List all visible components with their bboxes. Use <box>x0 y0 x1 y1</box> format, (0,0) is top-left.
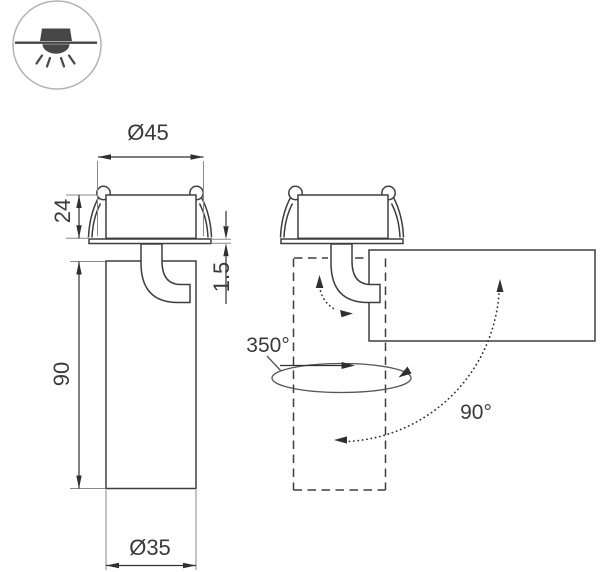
rotation-label-350: 350° <box>246 334 289 357</box>
pivot-arm <box>330 243 381 304</box>
lamp-body-tilted <box>368 249 596 342</box>
dimension-label-height-90: 90 <box>49 362 74 386</box>
arrowhead-left <box>106 562 119 569</box>
arrowhead-up <box>76 261 82 275</box>
rotation-350-indicator: 350° <box>246 334 412 394</box>
original-position-outline <box>292 257 387 491</box>
extension-line <box>97 161 204 236</box>
arrowhead-left <box>98 154 111 160</box>
arrowhead-right <box>183 562 196 569</box>
dimension-thickness-1-5: 1.5 <box>209 211 234 304</box>
icon-housing-shape <box>40 28 72 41</box>
spring-clip-right <box>198 203 209 238</box>
arrowhead-up <box>223 243 229 257</box>
icon-light-ray <box>35 54 44 65</box>
dimension-diameter-45: Ø45 <box>97 120 204 236</box>
front-view: Ø45 24 1.5 90 <box>49 120 234 570</box>
leader-line <box>266 355 282 372</box>
dimension-label-thickness-1-5: 1.5 <box>209 262 234 293</box>
spring-clip-left <box>91 203 102 238</box>
spring-clip-left <box>87 197 100 238</box>
spring-clip-right <box>390 203 401 238</box>
rotation-label-90: 90° <box>460 401 492 424</box>
recessed-can <box>297 194 389 240</box>
arrowhead-down <box>76 225 82 239</box>
arrowhead-right <box>341 362 355 369</box>
recessed-can <box>105 194 197 240</box>
arrowhead-up <box>496 279 504 292</box>
dimension-label-diameter-35: Ø35 <box>129 535 171 560</box>
spring-clip-right <box>392 197 405 238</box>
icon-ceiling-line <box>15 41 97 44</box>
spring-clip-left <box>279 197 292 238</box>
dimension-diameter-35: Ø35 <box>105 490 197 570</box>
arrowhead-wrap <box>398 366 412 378</box>
extension-line <box>66 194 97 239</box>
extension-line <box>211 238 231 244</box>
spring-clip-left <box>283 203 294 238</box>
dimension-label-diameter-45: Ø45 <box>127 120 169 145</box>
dimension-height-90: 90 <box>49 261 105 489</box>
dimension-label-height-24: 24 <box>50 199 75 223</box>
icon-light-ray <box>45 56 52 68</box>
arrowhead-left <box>334 436 347 444</box>
trim-ring-flange <box>88 238 212 245</box>
arrowhead-up <box>76 195 82 208</box>
trim-ring-flange <box>280 238 404 245</box>
recessed-downlight-icon <box>12 0 102 90</box>
hinge-tilt-arc <box>315 275 353 318</box>
extension-line <box>70 261 105 489</box>
icon-light-ray <box>67 54 76 65</box>
arrowhead-up <box>315 275 324 288</box>
rotated-view: 350° 90° <box>246 185 596 491</box>
extension-line <box>105 490 197 570</box>
arrowhead-down <box>223 226 229 240</box>
arrowhead-right <box>340 310 353 318</box>
arrowhead-right <box>190 154 204 160</box>
arrowhead-down <box>76 475 82 489</box>
icon-light-ray <box>59 56 66 68</box>
icon-lamp-dome <box>42 44 70 54</box>
tilt-arc-dotted <box>346 293 500 443</box>
tilt-arc-dotted <box>319 290 338 312</box>
dimension-height-24: 24 <box>50 194 97 239</box>
pivot-arm <box>140 243 191 304</box>
rotation-90-indicator: 90° <box>334 279 504 444</box>
